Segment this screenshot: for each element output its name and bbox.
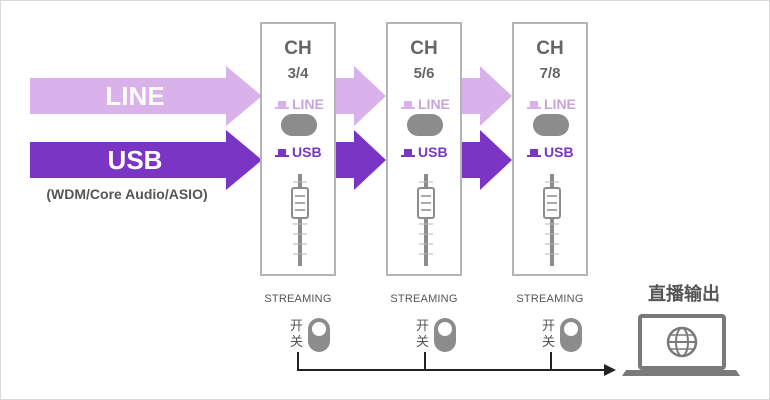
usb-source-arrow — [30, 130, 262, 190]
usb-arrow-ch56-ch78 — [462, 130, 512, 190]
streaming-switch-ch56[interactable]: 开 关 — [416, 318, 462, 352]
line-indicator-icon — [275, 101, 289, 109]
switch-off-label: 关 — [416, 335, 430, 350]
channel-strip-7-8: CH 7/8 LINE USB — [512, 22, 588, 276]
channel-fader[interactable] — [290, 174, 310, 266]
switch-off-label: 关 — [290, 335, 304, 350]
line-selector-label: LINE — [544, 96, 576, 112]
streaming-label-ch78: STREAMING — [516, 293, 584, 305]
line-selector-label: LINE — [418, 96, 450, 112]
toggle-switch[interactable] — [560, 318, 582, 352]
switch-off-label: 关 — [542, 335, 556, 350]
usb-indicator-icon — [527, 149, 541, 157]
channel-title: CH — [410, 38, 438, 59]
toggle-switch[interactable] — [308, 318, 330, 352]
usb-indicator-icon — [401, 149, 415, 157]
channel-fader[interactable] — [542, 174, 562, 266]
input-selector-switch[interactable] — [407, 114, 443, 136]
toggle-knob — [438, 322, 452, 336]
switch-on-label: 开 — [290, 319, 304, 334]
channel-number: 7/8 — [539, 65, 561, 82]
usb-source-label: USB — [107, 145, 163, 175]
output-label: 直播输出 — [648, 284, 720, 305]
line-selector-label: LINE — [292, 96, 324, 112]
switch-on-label: 开 — [542, 319, 556, 334]
usb-indicator-icon — [275, 149, 289, 157]
streaming-switch-ch78[interactable]: 开 关 — [542, 318, 588, 352]
streaming-switch-ch34[interactable]: 开 关 — [290, 318, 336, 352]
laptop-globe-icon — [622, 314, 740, 376]
usb-selector-label: USB — [292, 144, 322, 160]
toggle-knob — [312, 322, 326, 336]
streaming-label-ch34: STREAMING — [264, 293, 332, 305]
channel-title: CH — [284, 38, 312, 59]
usb-arrow-ch34-ch56 — [336, 130, 386, 190]
input-selector-switch[interactable] — [281, 114, 317, 136]
channel-number: 5/6 — [413, 65, 435, 82]
channel-strip-5-6: CH 5/6 LINE USB — [386, 22, 462, 276]
channel-number: 3/4 — [287, 65, 309, 82]
switch-on-label: 开 — [416, 319, 430, 334]
line-source-label: LINE — [105, 81, 165, 111]
usb-driver-label: (WDM/Core Audio/ASIO) — [46, 186, 208, 202]
toggle-switch[interactable] — [434, 318, 456, 352]
line-indicator-icon — [401, 101, 415, 109]
streaming-label-ch56: STREAMING — [390, 293, 458, 305]
line-arrow-ch34-ch56 — [336, 66, 386, 126]
usb-selector-label: USB — [544, 144, 574, 160]
usb-selector-label: USB — [418, 144, 448, 160]
channel-fader[interactable] — [416, 174, 436, 266]
input-selector-switch[interactable] — [533, 114, 569, 136]
toggle-knob — [564, 322, 578, 336]
line-indicator-icon — [527, 101, 541, 109]
channel-title: CH — [536, 38, 564, 59]
channel-strip-3-4: CH 3/4 LINE USB — [260, 22, 336, 276]
line-arrow-ch56-ch78 — [462, 66, 512, 126]
line-source-arrow — [30, 66, 262, 126]
